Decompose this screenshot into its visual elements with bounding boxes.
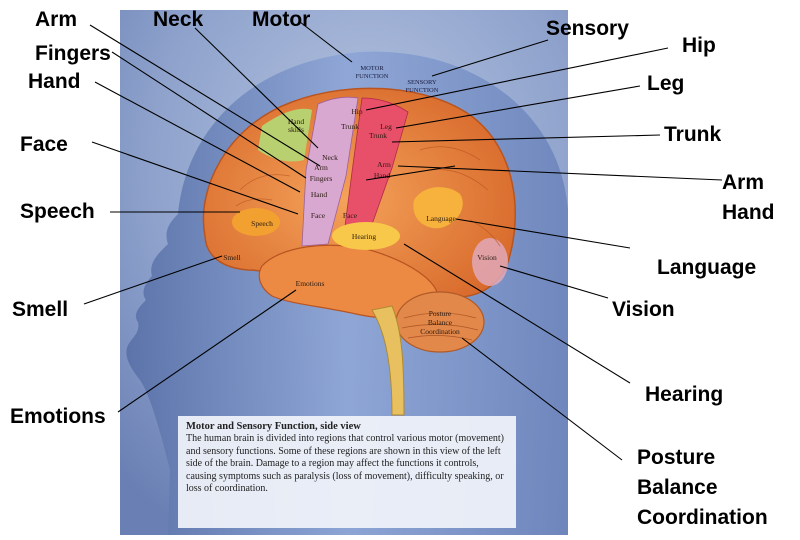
motor-function-header-1: MOTOR — [360, 65, 384, 72]
label-hand-right: Hand — [722, 201, 775, 225]
label-speech: Speech — [20, 200, 95, 224]
label-language: Language — [657, 256, 756, 280]
img-label-arm-motor: Arm — [314, 163, 328, 172]
label-emotions: Emotions — [10, 405, 106, 429]
label-hip: Hip — [682, 34, 716, 58]
caption-body: The human brain is divided into regions … — [186, 433, 508, 496]
label-arm-right: Arm — [722, 171, 764, 195]
img-label-trunk-motor: Trunk — [341, 122, 359, 131]
label-arm-top: Arm — [35, 8, 77, 32]
img-label-hip: Hip — [351, 107, 363, 116]
img-label-balance: Balance — [428, 318, 453, 327]
caption-box: Motor and Sensory Function, side view Th… — [178, 416, 516, 528]
vision-region — [472, 238, 508, 286]
label-sensory: Sensory — [546, 17, 629, 41]
label-neck: Neck — [153, 8, 203, 32]
label-smell: Smell — [12, 298, 68, 322]
label-trunk: Trunk — [664, 123, 721, 147]
label-face: Face — [20, 133, 68, 157]
img-label-coordination: Coordination — [420, 327, 460, 336]
img-label-trunk-sensory: Trunk — [369, 131, 387, 140]
img-label-face-sensory: Face — [343, 211, 358, 220]
motor-function-header-2: FUNCTION — [356, 73, 389, 80]
label-leg: Leg — [647, 72, 684, 96]
img-label-leg: Leg — [380, 122, 392, 131]
img-label-language: Language — [426, 214, 456, 223]
label-coordination: Coordination — [637, 506, 768, 530]
img-label-arm-sensory: Arm — [377, 160, 391, 169]
img-label-vision: Vision — [477, 253, 497, 262]
img-label-face-motor: Face — [311, 211, 326, 220]
label-hearing: Hearing — [645, 383, 723, 407]
img-label-fingers: Fingers — [310, 174, 333, 183]
label-motor: Motor — [252, 8, 310, 32]
label-hand-top: Hand — [28, 70, 81, 94]
caption-title: Motor and Sensory Function, side view — [186, 420, 508, 433]
img-label-neck: Neck — [322, 153, 338, 162]
label-posture: Posture — [637, 446, 715, 470]
sensory-function-header-2: FUNCTION — [406, 87, 439, 94]
img-label-emotions: Emotions — [296, 279, 325, 288]
sensory-function-header-1: SENSORY — [407, 79, 437, 86]
label-vision: Vision — [612, 298, 675, 322]
img-label-hand-motor: Hand — [311, 190, 327, 199]
img-label-smell: Smell — [223, 253, 241, 262]
label-balance: Balance — [637, 476, 718, 500]
img-label-hearing: Hearing — [352, 232, 376, 241]
img-label-speech: Speech — [251, 219, 273, 228]
label-fingers: Fingers — [35, 42, 111, 66]
img-label-posture: Posture — [429, 309, 452, 318]
